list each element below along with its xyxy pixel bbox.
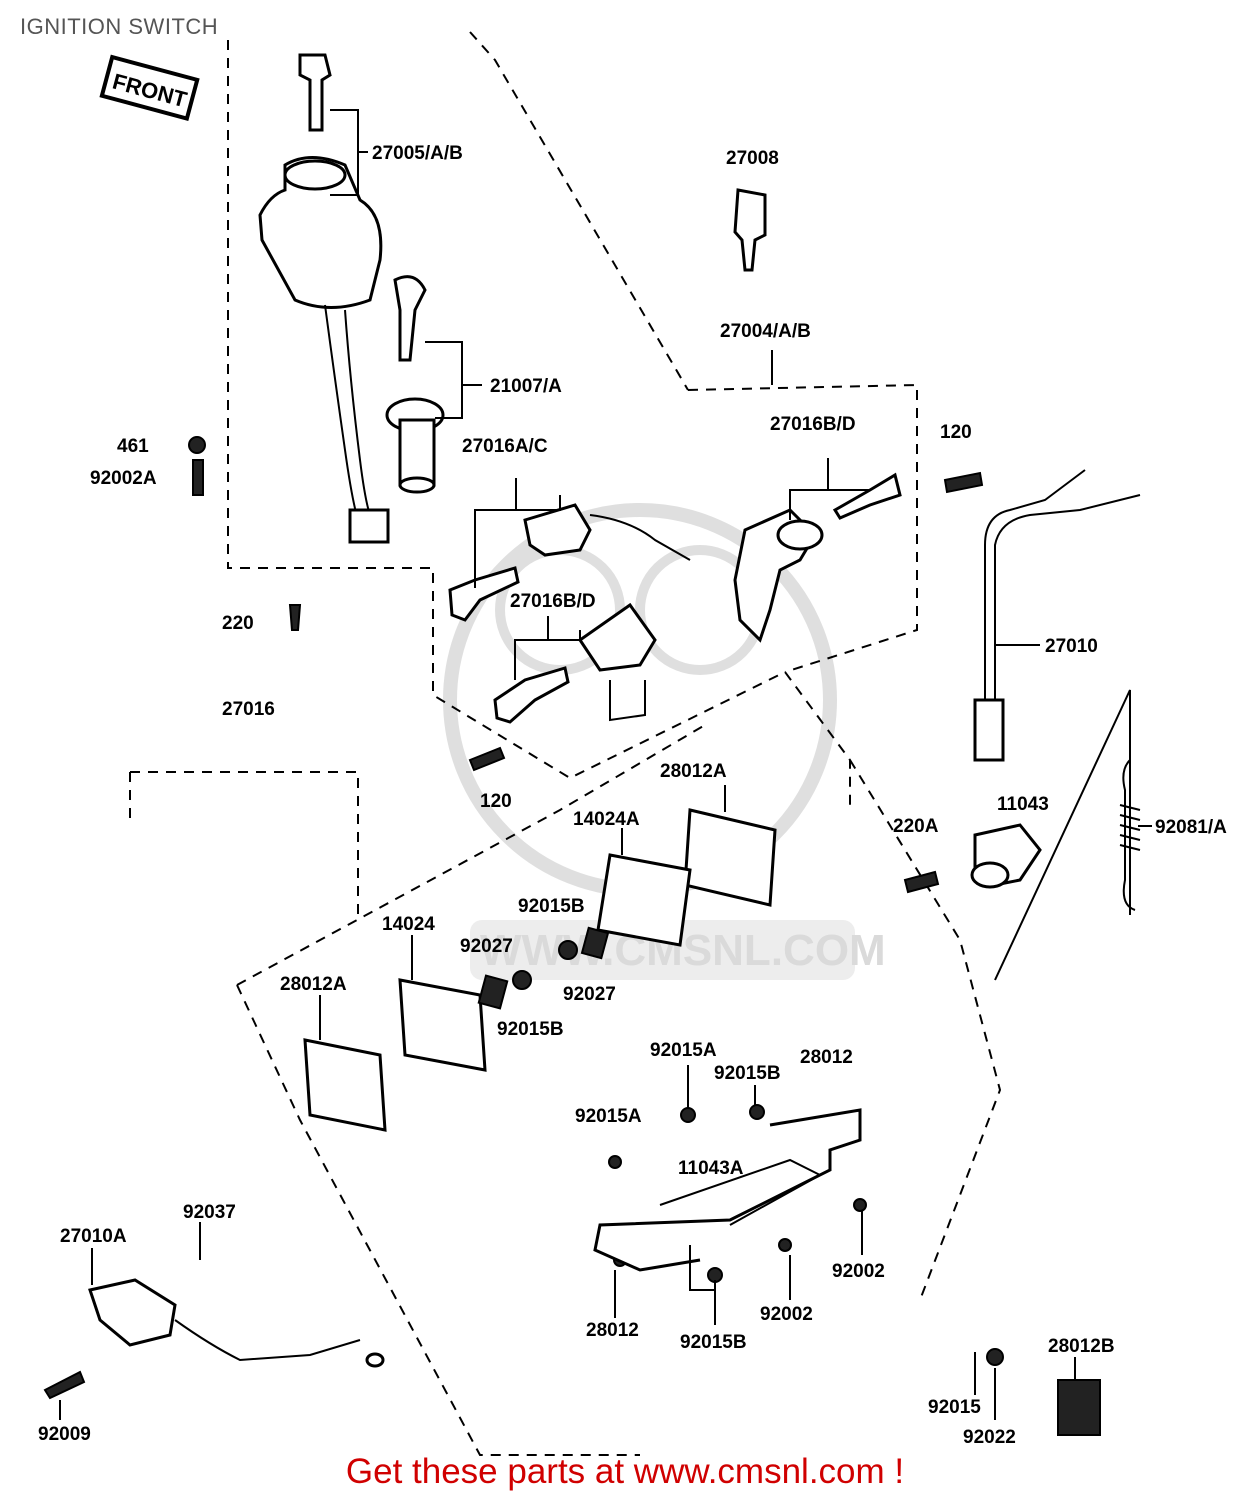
part-label: 92015B [518, 896, 585, 917]
part-label: 11043A [678, 1158, 744, 1179]
spring-92081 [994, 689, 1141, 981]
part-label: 21007/A [490, 376, 562, 397]
part-label: 27016A/C [462, 436, 548, 457]
part-label: 220 [222, 613, 254, 634]
part-label: 14024A [573, 809, 640, 830]
part-label: 92015 [928, 1397, 981, 1418]
part-label: 92022 [963, 1427, 1016, 1448]
part-labels: 27005/A/B 27008 27004/A/B 21007/A 461 92… [38, 143, 1227, 1448]
part-label: 92009 [38, 1424, 91, 1445]
part-label: 92015B [497, 1019, 564, 1040]
part-label: 14024 [382, 914, 435, 935]
part-label: 27016B/D [770, 414, 856, 435]
switch-27010a [88, 1278, 385, 1368]
part-label: 27005/A/B [372, 143, 463, 164]
part-label: 27016B/D [510, 591, 596, 612]
part-label: 28012 [800, 1047, 853, 1068]
page-title: IGNITION SWITCH [20, 14, 219, 39]
part-label: 92081/A [1155, 817, 1227, 838]
part-label: 27008 [726, 148, 779, 169]
part-label: 92015A [575, 1106, 642, 1127]
harness-27010 [973, 469, 1141, 762]
part-label: 92027 [563, 984, 616, 1005]
key-27008 [733, 188, 767, 272]
ignition-switch-body [258, 53, 390, 544]
part-label: 27016 [222, 699, 275, 720]
part-label: 92027 [460, 936, 513, 957]
leader-lines [59, 109, 1152, 1420]
part-label: 92002 [832, 1261, 885, 1282]
part-label: 28012B [1048, 1336, 1115, 1357]
part-label: 28012A [280, 974, 347, 995]
part-label: 92015B [714, 1063, 781, 1084]
part-label: 92002 [760, 1304, 813, 1325]
part-label: 120 [480, 791, 512, 812]
part-label: 27004/A/B [720, 321, 811, 342]
part-label: 220A [893, 816, 939, 837]
part-label: 92002A [90, 468, 157, 489]
part-label: 92037 [183, 1202, 236, 1223]
lock-27016bd [493, 602, 657, 724]
bracket-11043 [970, 823, 1042, 889]
part-label: 28012A [660, 761, 727, 782]
fasteners [43, 436, 1101, 1436]
plates-lower [303, 978, 487, 1132]
part-label: 28012 [586, 1320, 639, 1341]
group-outlines [129, 31, 1002, 1456]
part-label: 27010A [60, 1226, 127, 1247]
lock-27016ac [448, 503, 691, 622]
front-badge: FRONT [99, 54, 200, 121]
bracket-11043a [593, 1108, 862, 1272]
part-label: 11043 [997, 794, 1049, 815]
lock-set [733, 472, 902, 643]
helmet-lock [385, 275, 445, 494]
part-label: 27010 [1045, 636, 1098, 657]
part-label: 92015B [680, 1332, 747, 1353]
plates-upper [596, 808, 777, 947]
part-label: 461 [117, 436, 149, 457]
part-label: 92015A [650, 1040, 717, 1061]
part-label: 120 [940, 422, 972, 443]
promo-link-text[interactable]: Get these parts at www.cmsnl.com ! [345, 1452, 905, 1491]
